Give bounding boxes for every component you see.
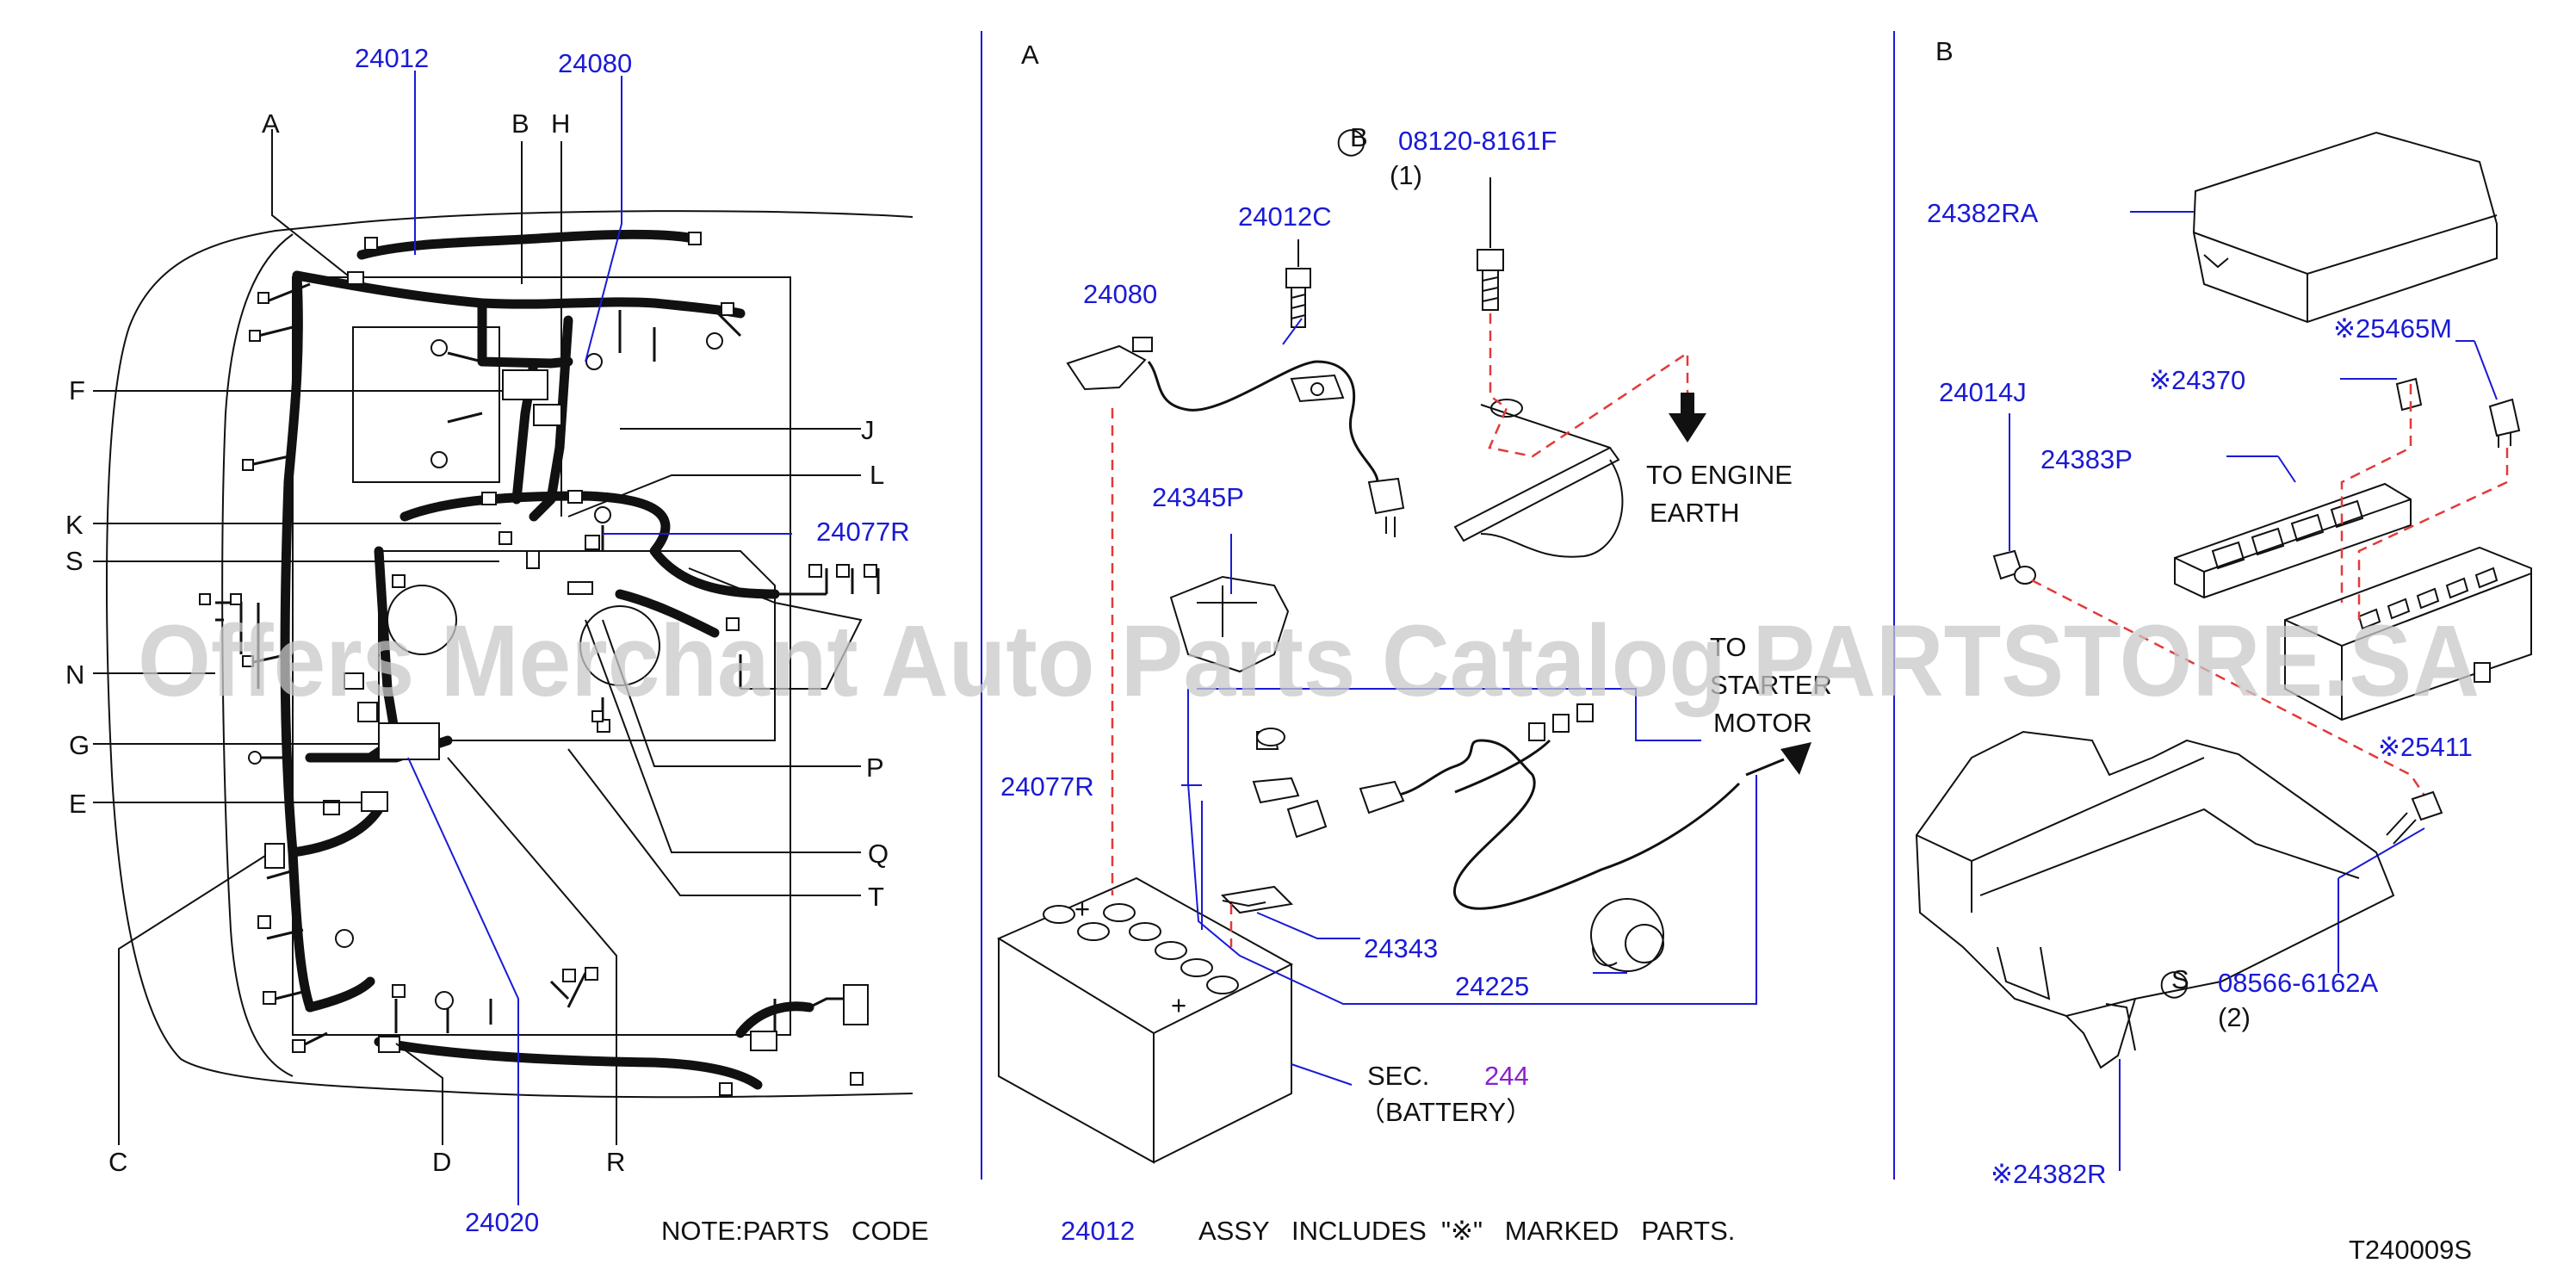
label-24383P: 24383P xyxy=(2040,444,2133,474)
footer-note-code: 24012 xyxy=(1061,1216,1135,1246)
letter-H: H xyxy=(551,108,570,139)
letter-R: R xyxy=(606,1147,625,1177)
label-24012C: 24012C xyxy=(1238,201,1332,232)
label-sec-244: 244 xyxy=(1484,1061,1529,1091)
letter-N: N xyxy=(65,660,84,690)
letter-K: K xyxy=(65,510,84,540)
letter-T: T xyxy=(868,882,884,912)
leader-lines xyxy=(93,71,861,1205)
label-08566-6162A: 08566-6162A xyxy=(2218,968,2378,998)
body-inner-outline xyxy=(221,233,294,1077)
letter-E: E xyxy=(69,789,87,819)
engine-bay-harness-drawing xyxy=(93,71,913,1205)
label-24014J: 24014J xyxy=(1939,377,2027,407)
svg-text:◯: ◯ xyxy=(2159,968,2189,999)
letter-P: P xyxy=(866,752,884,783)
label-24345P: 24345P xyxy=(1152,482,1244,512)
label-25411: ※25411 xyxy=(2378,732,2473,762)
battery-outline xyxy=(352,326,500,483)
letter-G: G xyxy=(69,730,90,760)
label-to-engine: TO ENGINE xyxy=(1646,460,1793,490)
label-24077R-a: 24077R xyxy=(1000,771,1094,802)
letter-F: F xyxy=(69,375,85,406)
label-sec: SEC. xyxy=(1367,1061,1429,1091)
body-outline xyxy=(106,210,913,1099)
label-24343: 24343 xyxy=(1364,933,1438,963)
fuse-box-drawing xyxy=(1915,131,2532,1171)
label-24012: 24012 xyxy=(355,43,429,73)
panel-a-title: A xyxy=(1021,40,1039,70)
panel-b-title: B xyxy=(1935,36,1954,66)
label-to: TO xyxy=(1710,632,1747,662)
letter-B: B xyxy=(511,108,529,139)
label-08120-8161F: 08120-8161F xyxy=(1398,126,1557,156)
label-24382RA: 24382RA xyxy=(1927,198,2039,228)
letter-S: S xyxy=(65,546,84,576)
svg-text:+: + xyxy=(1074,894,1090,924)
harness-connectors xyxy=(199,232,877,1096)
label-motor: MOTOR xyxy=(1713,708,1812,738)
label-24080: 24080 xyxy=(558,48,632,78)
letter-J: J xyxy=(861,415,875,445)
label-24370: ※24370 xyxy=(2149,365,2245,395)
label-24080-a: 24080 xyxy=(1083,279,1157,309)
engine-compartment-frame xyxy=(292,276,791,1036)
label-screw-qty: (2) xyxy=(2218,1002,2251,1032)
diagram-id: T240009S xyxy=(2349,1235,2472,1265)
label-24020: 24020 xyxy=(465,1207,539,1237)
letter-L: L xyxy=(870,460,884,490)
footer-note-suffix: ASSY INCLUDES "※" MARKED PARTS. xyxy=(1198,1216,1735,1246)
svg-text:◯: ◯ xyxy=(1336,126,1366,157)
watermark: Offers Merchant Auto Parts Catalog PARTS… xyxy=(138,604,2480,718)
label-bolt-qty: (1) xyxy=(1390,160,1422,190)
letter-D: D xyxy=(432,1147,451,1177)
label-25465M: ※25465M xyxy=(2333,313,2452,344)
label-24225: 24225 xyxy=(1455,971,1529,1001)
letter-A: A xyxy=(262,108,280,139)
svg-text:+: + xyxy=(1171,990,1186,1020)
label-battery: （BATTERY） xyxy=(1359,1097,1533,1127)
bolt-ref-b: B xyxy=(1350,122,1368,152)
letter-Q: Q xyxy=(868,839,889,869)
label-24382R: ※24382R xyxy=(1991,1159,2107,1189)
label-24077R: 24077R xyxy=(816,517,910,547)
letter-C: C xyxy=(108,1147,127,1177)
screw-ref-s: S xyxy=(2171,964,2189,994)
engine-block-outline xyxy=(378,550,776,741)
label-earth: EARTH xyxy=(1650,498,1740,528)
footer-note-prefix: NOTE:PARTS CODE xyxy=(661,1216,929,1246)
label-starter: STARTER xyxy=(1710,670,1832,700)
battery-cable-drawing: + + xyxy=(996,177,1811,1164)
